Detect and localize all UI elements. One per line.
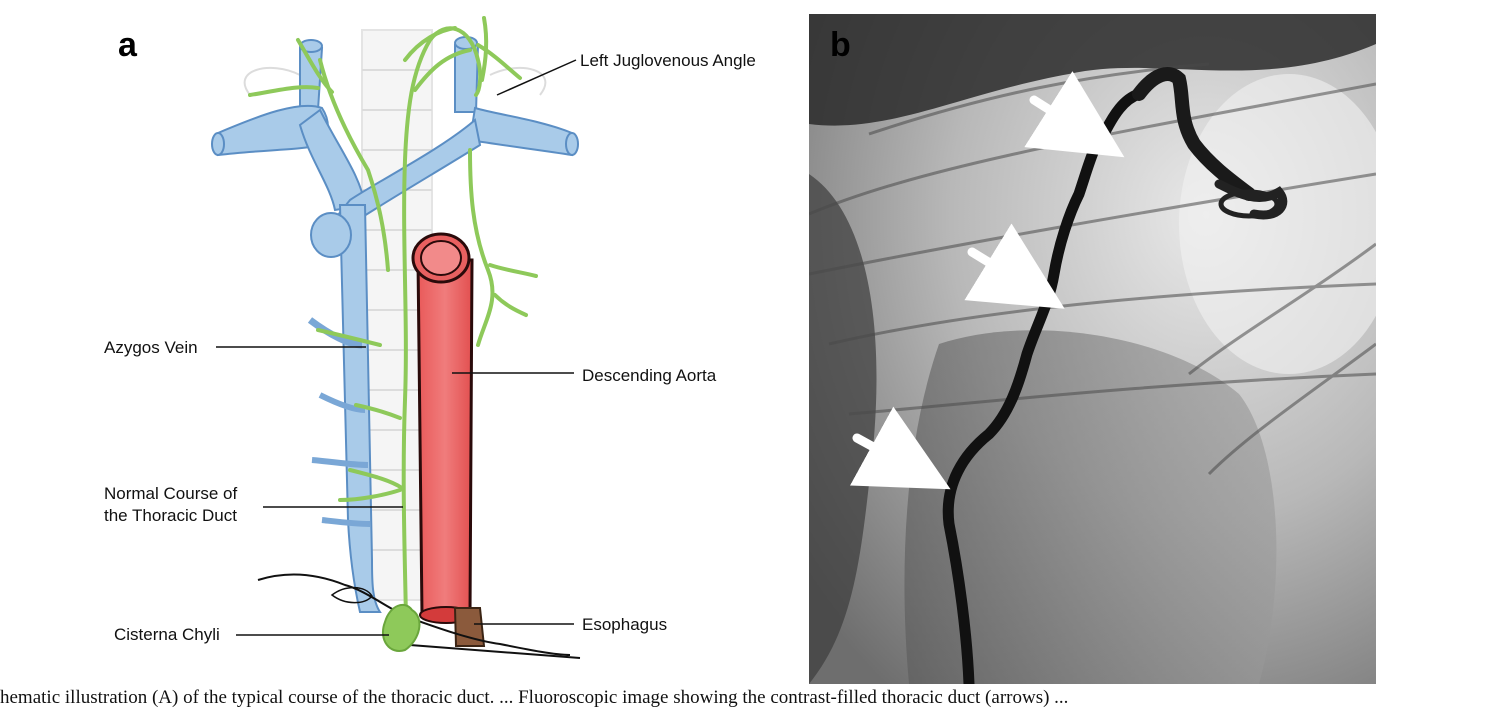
label-normal-course-line2: the Thoracic Duct: [104, 506, 237, 525]
panel-letter-a: a: [118, 26, 137, 64]
arrow-icon: [1024, 71, 1125, 158]
label-descending-aorta: Descending Aorta: [582, 366, 717, 385]
descending-aorta: [411, 232, 474, 624]
panel-a-illustration: [211, 16, 581, 659]
label-cisterna-chyli: Cisterna Chyli: [114, 625, 220, 644]
panel-letter-b: b: [830, 26, 851, 64]
arrow-icon: [964, 223, 1065, 309]
leader-lines: [216, 59, 577, 636]
label-azygos-vein: Azygos Vein: [104, 338, 198, 357]
figure-caption: hematic illustration (A) of the typical …: [0, 687, 1069, 708]
arrow-icon: [850, 406, 951, 490]
label-left-juglovenous-angle: Left Juglovenous Angle: [580, 51, 756, 70]
cisterna-chyli-shape: [382, 603, 421, 652]
lymphatic-system: [248, 16, 538, 622]
panel-b-fluoroscopy: [809, 14, 1376, 684]
label-esophagus: Esophagus: [582, 615, 668, 634]
venous-system: [211, 36, 579, 613]
label-normal-course-line1: Normal Course of: [104, 484, 238, 503]
